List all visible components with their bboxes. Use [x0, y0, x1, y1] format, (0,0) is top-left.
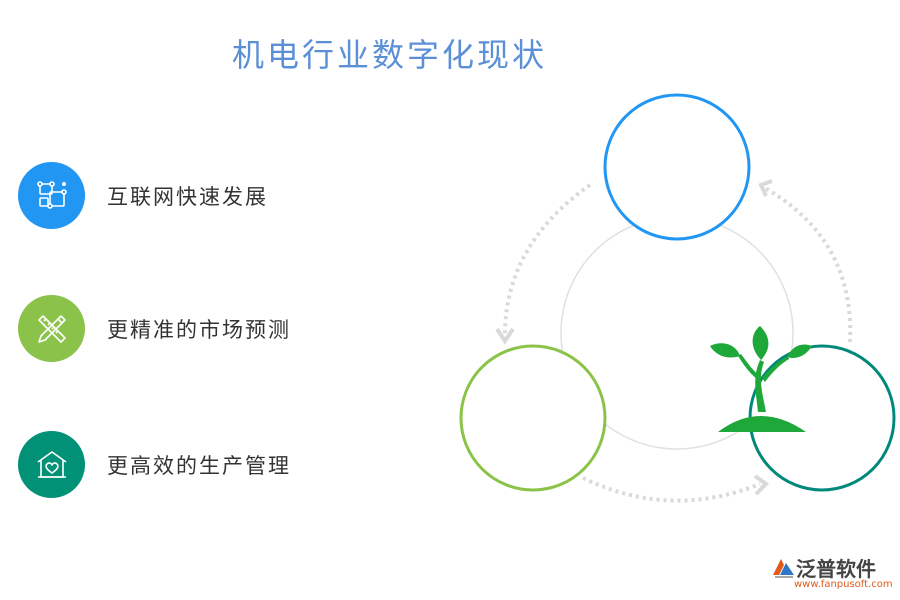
- list-item-label: 更高效的生产管理: [107, 453, 291, 478]
- arrow-top-to-left: [503, 183, 592, 336]
- arrow-right-to-top: [763, 186, 853, 343]
- fanpu-logo-icon: [773, 559, 794, 578]
- list-item-production: 更高效的生产管理: [18, 431, 291, 498]
- arrow-left-to-right: [582, 476, 761, 503]
- list-item-internet: 互联网快速发展: [18, 162, 268, 229]
- list-item-label: 更精准的市场预测: [107, 317, 291, 342]
- page-title: 机电行业数字化现状: [232, 36, 548, 74]
- sprout-icon: [710, 326, 812, 432]
- arrow-head-left-to-right: [753, 474, 770, 496]
- circle-top: [603, 93, 751, 241]
- arrow-head-right-to-top: [758, 179, 773, 197]
- arrow-head-top-to-left: [495, 327, 515, 345]
- logo-brand: 泛普软件: [796, 557, 876, 581]
- fanpu-logo: 泛普软件 www.fanpusoft.com: [770, 553, 895, 597]
- network-nodes-icon: [18, 162, 85, 229]
- circle-left: [459, 344, 607, 492]
- pencil-ruler-icon: [18, 295, 85, 362]
- list-item-label: 互联网快速发展: [107, 184, 268, 209]
- list-item-forecast: 更精准的市场预测: [18, 295, 291, 362]
- logo-url: www.fanpusoft.com: [794, 579, 893, 590]
- house-heart-icon: [18, 431, 85, 498]
